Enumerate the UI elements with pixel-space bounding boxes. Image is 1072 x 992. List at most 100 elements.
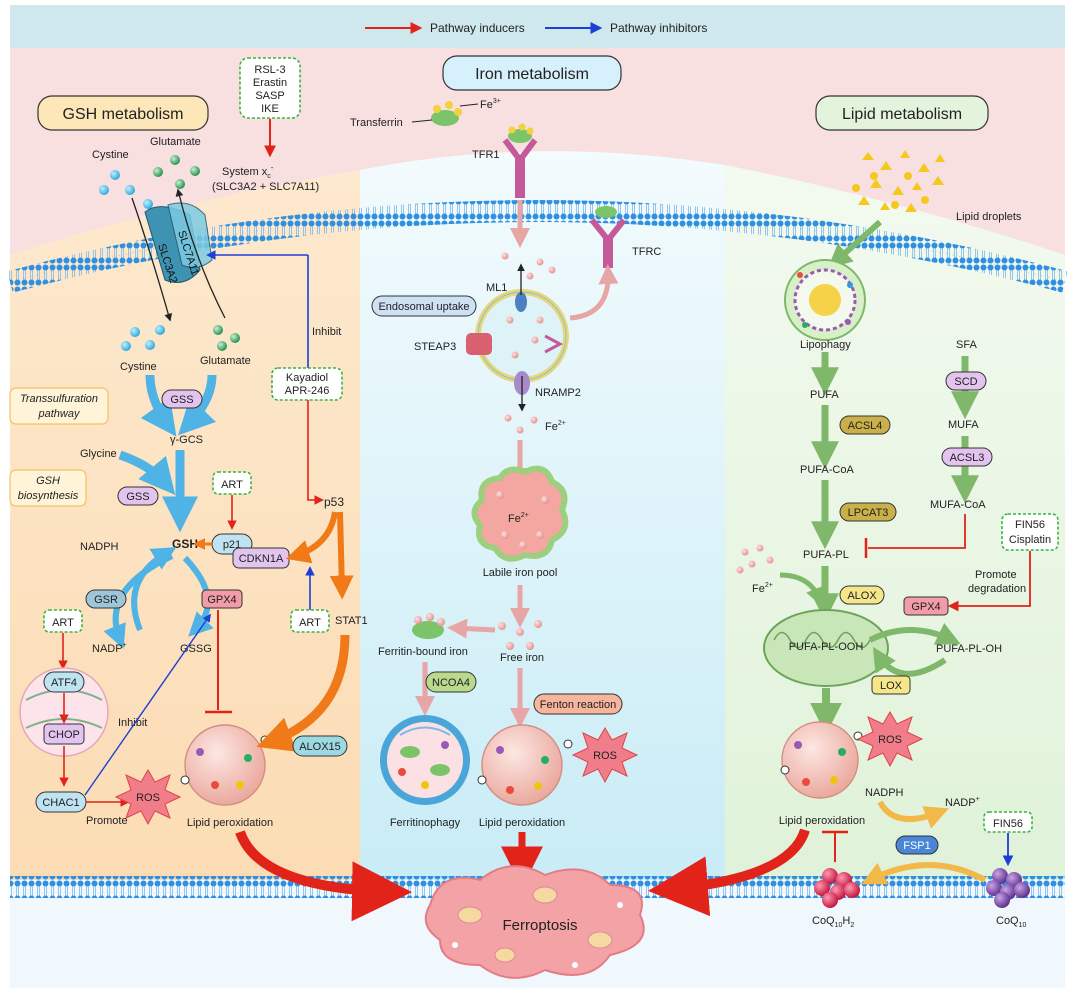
art-label-mid: ART	[299, 617, 321, 629]
nadp-label-lipid: NADP+	[945, 796, 980, 809]
inhibit-label: Inhibit	[312, 326, 341, 338]
gssg-label: GSSG	[180, 643, 212, 655]
promote-deg-label-2: degradation	[968, 583, 1026, 595]
glutamate-out-label: Glutamate	[150, 136, 201, 148]
inducer-ike: IKE	[261, 103, 279, 115]
pufa-pl-oh-label: PUFA-PL-OH	[936, 643, 1002, 655]
coq10-cluster-icon	[986, 868, 1030, 908]
tfrc-label: TFRC	[632, 246, 661, 258]
lox-cycle-arrow	[872, 646, 947, 677]
lipid-droplets-icon	[852, 150, 945, 212]
p53-cdkn1a-arrow	[285, 511, 338, 564]
legend-inhibitors: Pathway inhibitors	[610, 21, 707, 35]
system-xc-label: System xc-	[222, 163, 274, 180]
lipid-perox-dots-lipid	[780, 731, 863, 786]
stat1-label: STAT1	[335, 615, 368, 627]
gsh-label: GSH	[172, 537, 198, 551]
fin56-label-2: FIN56	[993, 818, 1023, 830]
lipid-perox-cell-gsh	[184, 724, 266, 806]
fe2-label: Fe2+	[545, 420, 566, 433]
legend-inducers: Pathway inducers	[430, 21, 525, 35]
art-box-top	[212, 471, 252, 495]
coq10-to-coqh2-arrow	[861, 862, 987, 885]
art-label-left: ART	[52, 617, 74, 629]
glutamate-molecules-in	[213, 325, 240, 351]
ferroptosis-label: Ferroptosis	[502, 917, 577, 934]
transferrin-label: Transferrin	[350, 117, 403, 129]
pufa-pl-ooh-label: PUFA-PL-OOH	[789, 641, 864, 653]
gsr-label: GSR	[94, 594, 118, 606]
kayadiol-label: Kayadiol	[286, 372, 328, 384]
ros-star-lipid	[856, 711, 924, 768]
ggcs-label: γ-GCS	[170, 434, 203, 446]
gpx4-label-lipid: GPX4	[911, 601, 940, 613]
atf4-badge	[43, 671, 85, 693]
coq10-label: CoQ10	[996, 915, 1027, 929]
chop-badge	[43, 723, 85, 745]
chac1-gpx4-inhibit	[84, 613, 211, 796]
ros-label-iron: ROS	[593, 750, 617, 762]
iron-dots-endosome	[506, 316, 544, 359]
free-to-ferritin-arrow	[447, 618, 496, 639]
pathway-label: pathway	[38, 408, 81, 420]
lipid-perox-cell-lipid	[781, 721, 859, 799]
pufa-pl-label: PUFA-PL	[803, 549, 849, 561]
fenton-badge	[533, 693, 623, 715]
labile-pool-label: Labile iron pool	[483, 567, 558, 579]
ferroptosis-cell	[424, 865, 645, 979]
gss-badge-1	[161, 389, 203, 409]
fenton-label: Fenton reaction	[540, 699, 616, 711]
cystine-out-label: Cystine	[92, 149, 129, 161]
coqh2-cluster-icon	[814, 868, 860, 908]
cystine-import-arrow	[131, 197, 173, 322]
ncoa4-label: NCOA4	[432, 677, 470, 689]
tfr1-label: TFR1	[472, 149, 500, 161]
ml1-label: ML1	[486, 282, 507, 294]
iron-title-box	[442, 55, 622, 91]
ferritin-bound-label: Ferritin-bound iron	[378, 646, 468, 658]
droplets-to-lipophagy-arrow	[827, 219, 882, 269]
tfr1-receptor-icon	[502, 123, 538, 198]
lipid-panel	[725, 165, 1065, 880]
nadph-label: NADPH	[80, 541, 119, 553]
alox-label: ALOX	[847, 590, 877, 602]
gsh-biosynthesis-box	[9, 469, 87, 507]
nadp-label-gsh: NADP+	[92, 642, 127, 655]
sfa-label: SFA	[956, 339, 977, 351]
promote-deg-label-1: Promote	[975, 569, 1017, 581]
gsh-bio-label: GSH	[36, 475, 60, 487]
biosynthesis-label: biosynthesis	[18, 490, 79, 502]
gsh-title: GSH metabolism	[63, 106, 184, 123]
p53-stat1-arrow	[329, 511, 354, 600]
chop-label: CHOP	[48, 729, 80, 741]
glycine-label: Glycine	[80, 448, 117, 460]
lpcat3-label: LPCAT3	[848, 507, 889, 519]
glycine-arrow	[118, 450, 176, 496]
atf4-label: ATF4	[51, 677, 77, 689]
ncoa4-badge	[425, 671, 477, 693]
inhibit2-label: Inhibit	[118, 717, 147, 729]
fin56-label-1: FIN56	[1015, 519, 1045, 531]
pufa-coa-label: PUFA-CoA	[800, 464, 854, 476]
glutamate-in-label: Glutamate	[200, 355, 251, 367]
gsr-badge	[85, 589, 127, 609]
inducers-box	[239, 57, 301, 119]
ros-label-lipid: ROS	[878, 734, 902, 746]
acsl4-badge	[839, 415, 891, 435]
iron-dots-pool	[496, 491, 549, 549]
kayadiol-box	[271, 367, 343, 401]
cystine-molecules-in	[121, 325, 165, 351]
iron-dots-top	[501, 252, 556, 280]
acsl3-badge	[941, 447, 993, 467]
endosomal-uptake-badge	[371, 295, 477, 317]
ros-star-gsh	[114, 769, 182, 826]
lipid-perox-label-gsh: Lipid peroxidation	[187, 817, 273, 829]
pufa-label: PUFA	[810, 389, 839, 401]
lipid-perox-label-iron: Lipid peroxidation	[479, 817, 565, 829]
alox15-label: ALOX15	[299, 741, 341, 753]
legend-band	[10, 5, 1065, 48]
tfrc-receptor-icon	[589, 206, 627, 268]
recycle-arrow	[569, 264, 619, 321]
iron-title: Iron metabolism	[475, 66, 589, 83]
